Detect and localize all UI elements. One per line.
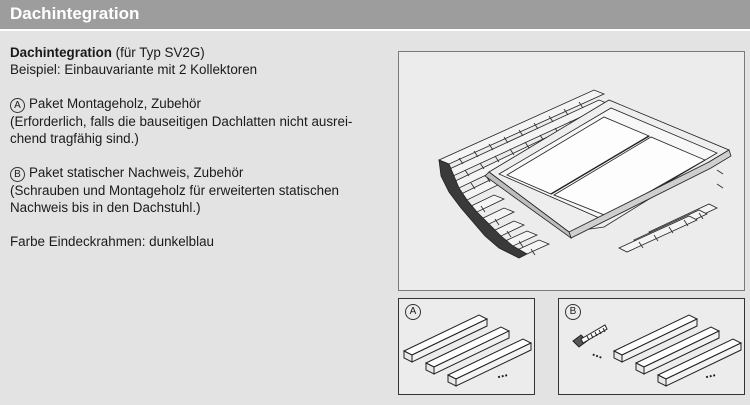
figure-b-ellipsis: ...	[703, 364, 717, 381]
intro-title-suffix: (für Typ SV2G)	[111, 45, 205, 60]
package-b-desc-1: (Schrauben und Montageholz für erweitert…	[10, 183, 340, 198]
collector-divider	[550, 135, 650, 195]
board-3	[446, 338, 533, 387]
boards-drawing-a: ...	[402, 314, 533, 387]
package-a-desc-1: (Erforderlich, falls die bauseitigen Dac…	[10, 114, 353, 129]
intro-block: Dachintegration (für Typ SV2G) Beispiel:…	[10, 44, 395, 78]
package-b-marker: B	[10, 167, 25, 182]
package-a-marker: A	[10, 98, 25, 113]
description-column: Dachintegration (für Typ SV2G) Beispiel:…	[10, 44, 395, 267]
intro-example: Beispiel: Einbauvariante mit 2 Kollektor…	[10, 62, 258, 77]
intro-title-line: Dachintegration (für Typ SV2G)	[10, 44, 395, 61]
figure-a-ellipsis: ...	[495, 364, 509, 381]
roof-integration-illustration	[398, 51, 745, 291]
package-b-title: Paket statischer Nachweis, Zubehör	[29, 165, 244, 180]
color-note: Farbe Eindeckrahmen: dunkelblau	[10, 234, 214, 249]
package-a-illustration: A ...	[398, 298, 535, 395]
board-3	[656, 338, 743, 387]
section-title: Dachintegration	[10, 4, 140, 23]
frame-edge-left	[484, 171, 572, 240]
package-b-title-line: B Paket statischer Nachweis, Zubehör	[10, 164, 395, 182]
board-2	[634, 326, 721, 375]
screw-icon	[572, 324, 608, 348]
package-a-block: A Paket Montageholz, Zubehör (Erforderlic…	[10, 95, 395, 147]
color-note-block: Farbe Eindeckrahmen: dunkelblau	[10, 233, 395, 250]
collector-2	[553, 136, 706, 217]
package-a-desc-2: chend tragfähig sind.)	[10, 131, 139, 146]
package-b-block: B Paket statischer Nachweis, Zubehör (Sch…	[10, 164, 395, 216]
roof-drawing	[437, 89, 732, 259]
left-dark-tiles	[438, 159, 528, 259]
figure-b-label: B	[565, 304, 581, 320]
board-2	[424, 326, 511, 375]
package-b-illustration: B ...	[558, 298, 745, 395]
package-a-title-line: A Paket Montageholz, Zubehör	[10, 95, 395, 113]
section-header: Dachintegration	[0, 0, 750, 31]
intro-title: Dachintegration	[10, 45, 112, 60]
board-1	[612, 314, 699, 363]
package-b-desc-2: Nachweis bis in den Dachstuhl.)	[10, 200, 201, 215]
board-1	[402, 314, 489, 363]
boards-drawing-b: ... ...	[572, 314, 743, 387]
package-a-title: Paket Montageholz, Zubehör	[29, 96, 201, 111]
figure-b-screw-ellipsis: ...	[591, 344, 606, 362]
figure-a-label: A	[405, 304, 421, 320]
